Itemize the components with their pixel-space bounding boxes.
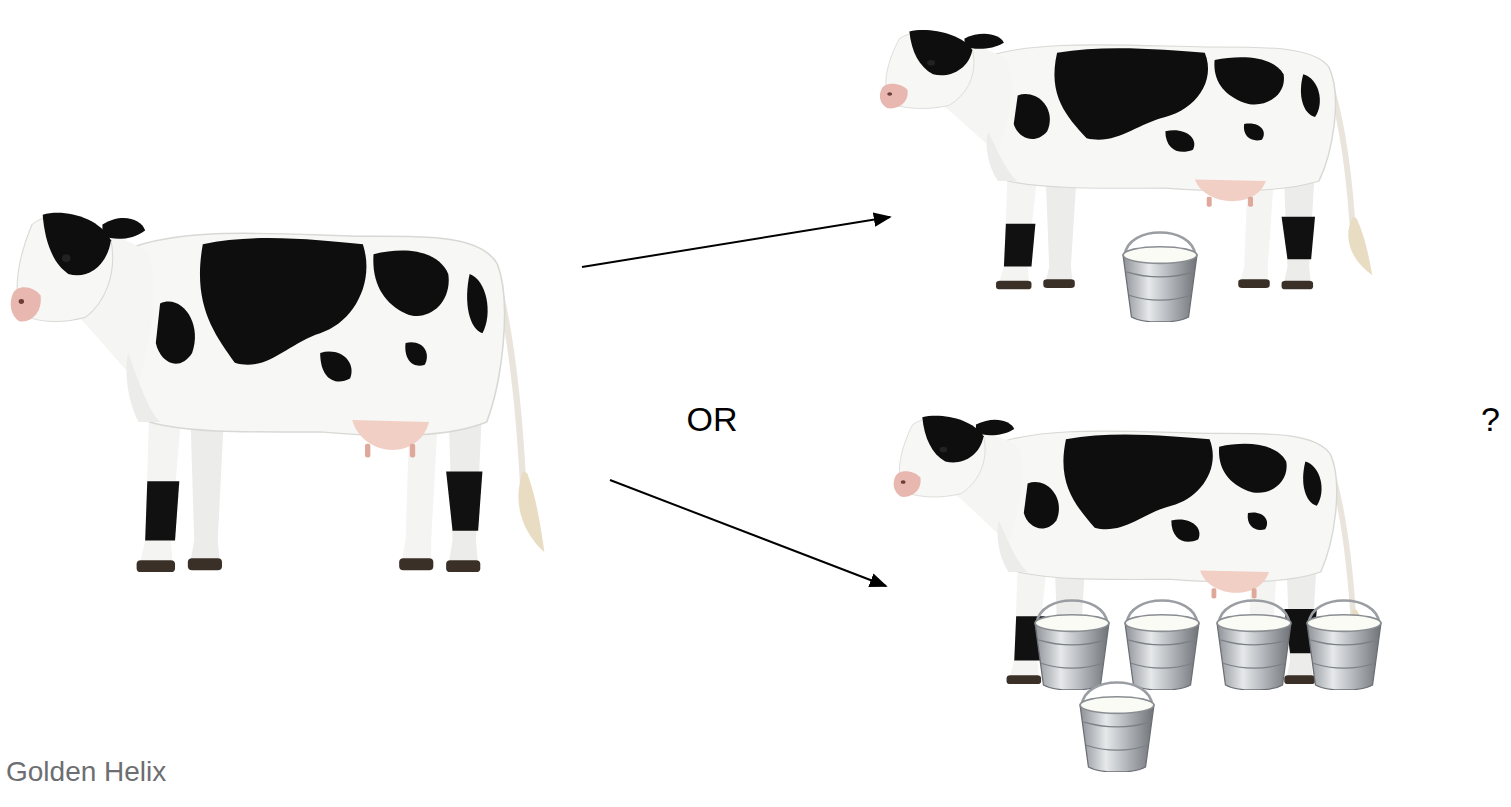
milk-bucket [1217, 601, 1291, 690]
milk-bucket [1125, 601, 1199, 690]
cow-illustration [11, 213, 545, 572]
or-label: OR [687, 401, 738, 438]
milk-bucket [1123, 233, 1197, 322]
question-mark: ? [1481, 401, 1500, 438]
milk-bucket [1307, 601, 1381, 690]
arrow [582, 217, 890, 267]
milk-bucket [1035, 601, 1109, 690]
arrow [610, 480, 886, 586]
milk-bucket [1080, 683, 1154, 772]
logo-text: Golden Helix [6, 757, 166, 788]
